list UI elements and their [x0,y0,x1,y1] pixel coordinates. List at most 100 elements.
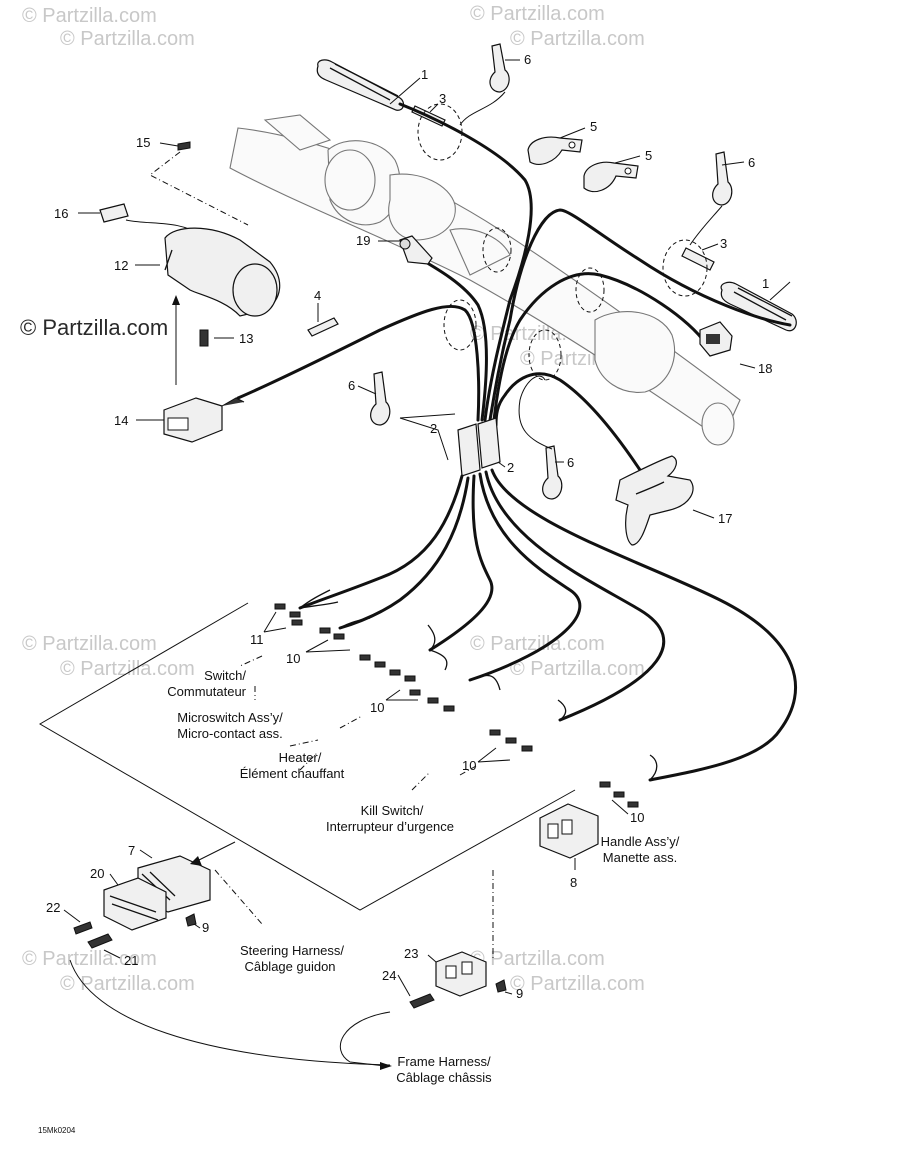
switch-14 [163,397,245,443]
switch-housing-12 [164,227,281,317]
cable-tie-6-left [370,371,391,426]
watermark-large: © Partzilla.com [20,315,168,340]
label-microswitch: Microswitch Ass’y/ [177,710,283,725]
callout-6: 6 [567,455,574,470]
callout-16: 16 [54,206,68,221]
label-handle-fr: Manette ass. [603,850,677,865]
diagram-code: 15Mk0204 [38,1126,76,1135]
watermark: © Partzilla.com [510,28,645,50]
pin-3-right [681,247,715,271]
callout-14: 14 [114,413,128,428]
handle-17 [615,455,694,546]
microswitch-18 [699,321,733,357]
label-handle: Handle Ass’y/ [601,834,680,849]
label-steering-harness-fr: Câblage guidon [244,959,335,974]
callout-9: 9 [202,920,209,935]
callout-11: 11 [250,632,264,647]
leader [340,1011,391,1067]
callout-6: 6 [524,52,531,67]
cable-tie-6-bottom [542,445,563,500]
callout-22: 22 [46,900,60,915]
label-steering-harness: Steering Harness/ [240,943,344,958]
label-kill-switch-fr: Interrupteur d’urgence [326,819,454,834]
callout-15: 15 [136,135,150,150]
callout-19: 19 [356,233,370,248]
arrow-head [172,295,180,305]
label-microswitch-fr: Micro-contact ass. [177,726,282,741]
callout-3: 3 [439,91,446,106]
leader [518,375,553,450]
callout-1: 1 [762,276,769,291]
dashed-ring [482,227,512,273]
terminal-21 [87,933,113,949]
connector-20 [103,877,167,931]
harness-outline [39,602,576,911]
label-heater-fr: Élément chauffant [240,766,345,781]
terminal-24 [409,993,435,1009]
arrow-head [380,1062,392,1070]
clamp-5-b [583,161,639,193]
plug-9-left [185,913,197,927]
watermarks: © Partzilla.com © Partzilla.com © Partzi… [20,3,655,995]
watermark: © Partzilla.com [470,948,605,970]
cable-tie-6-right [712,151,733,206]
callout-10: 10 [462,758,476,773]
label-frame-harness: Frame Harness/ [397,1054,491,1069]
callout-10: 10 [286,651,300,666]
watermark: © Partzilla.com [22,633,157,655]
dashed-ring [662,239,708,297]
watermark: © Partzilla.com [22,948,157,970]
leader [689,205,723,246]
watermark: © Partzilla.com [470,3,605,25]
callout-5: 5 [645,148,652,163]
connector-23 [435,951,487,997]
watermark: © Partzilla.com [510,973,645,995]
wiring-harness [236,102,797,782]
watermark: © Partzilla.com [60,28,195,50]
dash-leader [214,869,263,925]
callout-18: 18 [758,361,772,376]
clamp-5-a [527,136,583,165]
label-leaders [63,59,791,997]
callouts: 1 1 2 2 3 3 4 5 5 6 6 6 6 7 8 9 9 10 10 … [46,52,772,1001]
watermark: © Partzilla.com [60,658,195,680]
watermark: © Partzilla.com [510,658,645,680]
callout-17: 17 [718,511,732,526]
plug-9-right [495,979,507,993]
handlebar-ghost [229,114,741,446]
leader [69,959,391,1066]
callout-21: 21 [124,953,138,968]
callout-13: 13 [239,331,253,346]
switch-19 [399,235,433,265]
callout-1: 1 [421,67,428,82]
callout-2: 2 [507,460,514,475]
callout-9: 9 [516,986,523,1001]
callout-10: 10 [370,700,384,715]
wire-terminals [274,589,658,808]
screw-15 [177,141,191,151]
callout-5: 5 [590,119,597,134]
heater-grip-1-right [720,281,797,332]
callout-12: 12 [114,258,128,273]
callout-10: 10 [630,810,644,825]
harness-labels: Switch/ Commutateur Microswitch Ass’y/ M… [167,668,680,1085]
callout-23: 23 [404,946,418,961]
heater-grip-1-top [316,59,405,111]
callout-20: 20 [90,866,104,881]
dashed-ring [575,267,605,313]
screw-13 [199,329,209,347]
label-kill-switch: Kill Switch/ [361,803,424,818]
callout-7: 7 [128,843,135,858]
watermark: © Partzilla.com [60,973,195,995]
decal-16 [99,203,129,223]
dashed-ring [528,329,562,381]
label-switch: Switch/ [204,668,246,683]
arrow-leader [194,841,236,863]
callout-6: 6 [748,155,755,170]
callout-3: 3 [720,236,727,251]
watermark: © Partzilla.com [22,5,157,27]
callout-8: 8 [570,875,577,890]
pin-4 [307,317,339,337]
